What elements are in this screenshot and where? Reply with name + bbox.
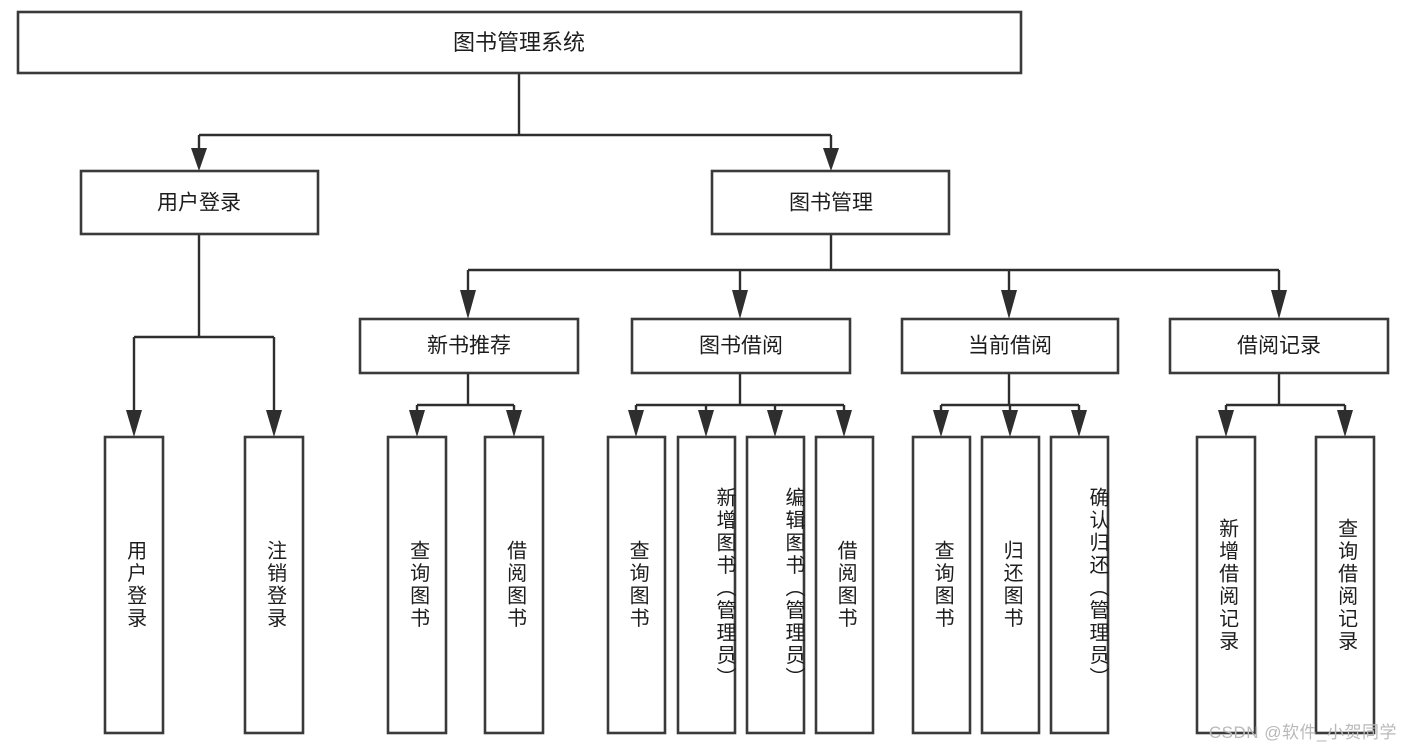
- arrow-to-user-login: [191, 148, 207, 171]
- leaf-box-new-book-0[interactable]: [386, 435, 448, 735]
- leaf-box-book-borrow-0[interactable]: [606, 435, 667, 735]
- node-book-borrow-box[interactable]: [630, 317, 852, 375]
- arrow-to-book-borrow: [732, 290, 748, 319]
- node-root-box[interactable]: [16, 10, 1023, 75]
- arrow-book-borrow-leaf-1: [628, 410, 644, 437]
- node-book-borrow[interactable]: 图书借阅: [630, 317, 852, 375]
- node-new-book-recommend-label: 新书推荐: [427, 335, 511, 358]
- arrow-new-book-leaf-1: [409, 410, 425, 437]
- leaf-box-book-borrow-2[interactable]: [745, 435, 806, 735]
- arrow-to-borrow-record: [1271, 290, 1287, 319]
- node-current-borrow-label: 当前借阅: [968, 335, 1052, 358]
- node-borrow-record[interactable]: 借阅记录: [1168, 317, 1390, 375]
- leaf-box-book-borrow-3[interactable]: [814, 435, 875, 735]
- node-user-login[interactable]: 用户登录: [79, 169, 320, 236]
- arrow-current-borrow-leaf-1: [933, 410, 949, 437]
- leaf-box-current-borrow-1[interactable]: [980, 435, 1041, 735]
- leaf-box-book-borrow-1[interactable]: [676, 435, 737, 735]
- arrow-user-login-leaf-2: [266, 410, 282, 437]
- node-user-login-box[interactable]: [79, 169, 320, 236]
- arrow-to-current-borrow: [1001, 290, 1017, 319]
- node-new-book-recommend[interactable]: 新书推荐: [358, 317, 580, 375]
- connector-layer: [126, 73, 1353, 437]
- arrow-current-borrow-leaf-3: [1071, 410, 1087, 437]
- arrow-to-new-book: [460, 290, 476, 319]
- node-borrow-record-box[interactable]: [1168, 317, 1390, 375]
- leaf-box-new-book-1[interactable]: [483, 435, 545, 735]
- node-current-borrow-box[interactable]: [900, 317, 1120, 375]
- leaf-box-borrow-record-0[interactable]: [1195, 435, 1257, 735]
- arrow-book-borrow-leaf-2: [698, 410, 714, 437]
- node-book-borrow-label: 图书借阅: [699, 335, 783, 358]
- node-root-label: 图书管理系统: [453, 30, 585, 55]
- leaf-box-current-borrow-2[interactable]: [1049, 435, 1110, 735]
- node-root[interactable]: 图书管理系统: [16, 10, 1023, 75]
- arrow-new-book-leaf-2: [506, 410, 522, 437]
- arrow-book-borrow-leaf-3: [767, 410, 783, 437]
- arrow-borrow-record-leaf-2: [1337, 410, 1353, 437]
- node-borrow-record-label: 借阅记录: [1237, 335, 1321, 358]
- leaf-box-layer: [103, 435, 1376, 735]
- node-current-borrow[interactable]: 当前借阅: [900, 317, 1120, 375]
- arrow-current-borrow-leaf-2: [1002, 410, 1018, 437]
- arrow-to-book-manage: [823, 148, 839, 171]
- arrow-user-login-leaf-1: [126, 410, 142, 437]
- node-book-manage[interactable]: 图书管理: [710, 169, 951, 236]
- node-book-manage-box[interactable]: [710, 169, 951, 236]
- node-book-manage-label: 图书管理: [789, 192, 873, 215]
- leaf-box-user-login-1[interactable]: [243, 435, 305, 735]
- node-user-login-label: 用户登录: [157, 192, 241, 215]
- node-new-book-recommend-box[interactable]: [358, 317, 580, 375]
- arrow-book-borrow-leaf-4: [836, 410, 852, 437]
- leaf-box-borrow-record-1[interactable]: [1314, 435, 1376, 735]
- csdn-watermark: CSDN @软件_小贺同学: [1208, 723, 1397, 742]
- leaf-box-user-login-0[interactable]: [103, 435, 165, 735]
- arrow-borrow-record-leaf-1: [1218, 410, 1234, 437]
- leaf-box-current-borrow-0[interactable]: [911, 435, 972, 735]
